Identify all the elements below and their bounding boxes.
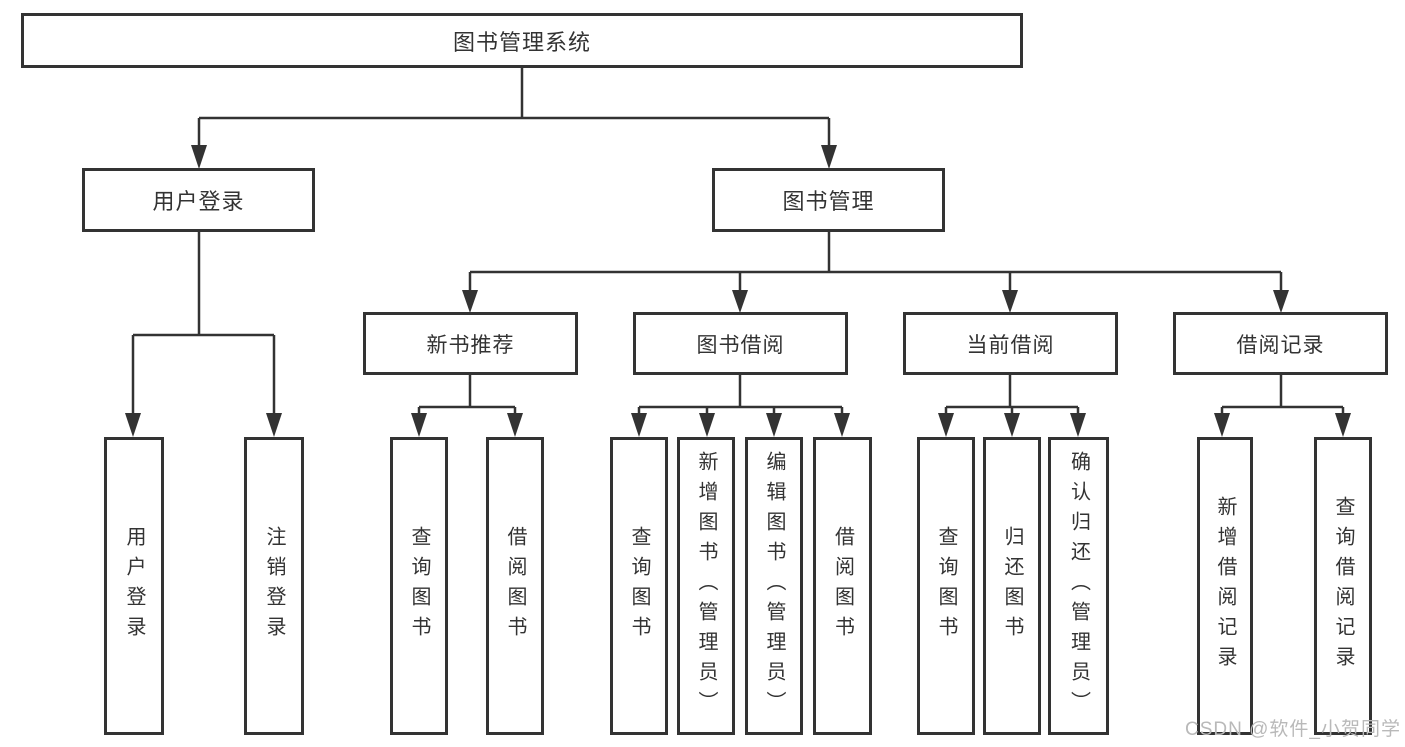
node-root-label: 图书管理系统 (452, 29, 591, 55)
node-borrow-records-label: 借阅记录 (1236, 333, 1325, 357)
leaf-borrow-edit-books-admin: 编辑图书（管理员） (745, 437, 803, 735)
leaf-user-login-label: 用户登录 (123, 526, 145, 646)
node-current-borrow: 当前借阅 (903, 312, 1118, 375)
leaf-records-add-record: 新增借阅记录 (1197, 437, 1253, 735)
node-book-management-label: 图书管理 (782, 189, 875, 214)
leaf-borrow-borrow-books-label: 借阅图书 (831, 526, 854, 646)
leaf-current-return-books: 归还图书 (983, 437, 1041, 735)
node-new-book-recommend-label: 新书推荐 (426, 333, 515, 357)
leaf-recommend-borrow-books-label: 借阅图书 (504, 526, 526, 646)
csdn-watermark: CSDN @软件_小贺同学 (1185, 719, 1401, 740)
leaf-current-confirm-return-admin: 确认归还（管理员） (1048, 437, 1109, 735)
node-book-borrow: 图书借阅 (633, 312, 848, 375)
leaf-borrow-query-books: 查询图书 (610, 437, 668, 735)
node-borrow-records: 借阅记录 (1173, 312, 1388, 375)
leaf-borrow-add-books-admin: 新增图书（管理员） (677, 437, 735, 735)
leaf-current-return-books-label: 归还图书 (1001, 526, 1023, 646)
leaf-current-query-books-label: 查询图书 (935, 526, 957, 646)
leaf-user-login: 用户登录 (104, 437, 164, 735)
node-user-login: 用户登录 (82, 168, 315, 232)
node-new-book-recommend: 新书推荐 (363, 312, 578, 375)
leaf-borrow-borrow-books: 借阅图书 (813, 437, 872, 735)
leaf-logout: 注销登录 (244, 437, 304, 735)
leaf-borrow-query-books-label: 查询图书 (628, 526, 650, 646)
node-root: 图书管理系统 (21, 13, 1023, 68)
leaf-borrow-add-books-admin-label: 新增图书（管理员） (695, 451, 717, 721)
leaf-records-query-record: 查询借阅记录 (1314, 437, 1372, 735)
leaf-current-query-books: 查询图书 (917, 437, 975, 735)
node-current-borrow-label: 当前借阅 (966, 333, 1055, 357)
leaf-recommend-borrow-books: 借阅图书 (486, 437, 544, 735)
arrowheads (125, 145, 1351, 437)
leaf-borrow-edit-books-admin-label: 编辑图书（管理员） (763, 451, 785, 721)
node-user-login-label: 用户登录 (152, 189, 245, 214)
node-book-borrow-label: 图书借阅 (696, 333, 785, 357)
leaf-records-add-record-label: 新增借阅记录 (1214, 496, 1236, 676)
leaf-recommend-query-books-label: 查询图书 (408, 526, 430, 646)
leaf-records-query-record-label: 查询借阅记录 (1332, 496, 1354, 676)
leaf-current-confirm-return-admin-label: 确认归还（管理员） (1067, 451, 1090, 721)
leaf-recommend-query-books: 查询图书 (390, 437, 448, 735)
leaf-logout-label: 注销登录 (263, 526, 285, 646)
node-book-management: 图书管理 (712, 168, 945, 232)
